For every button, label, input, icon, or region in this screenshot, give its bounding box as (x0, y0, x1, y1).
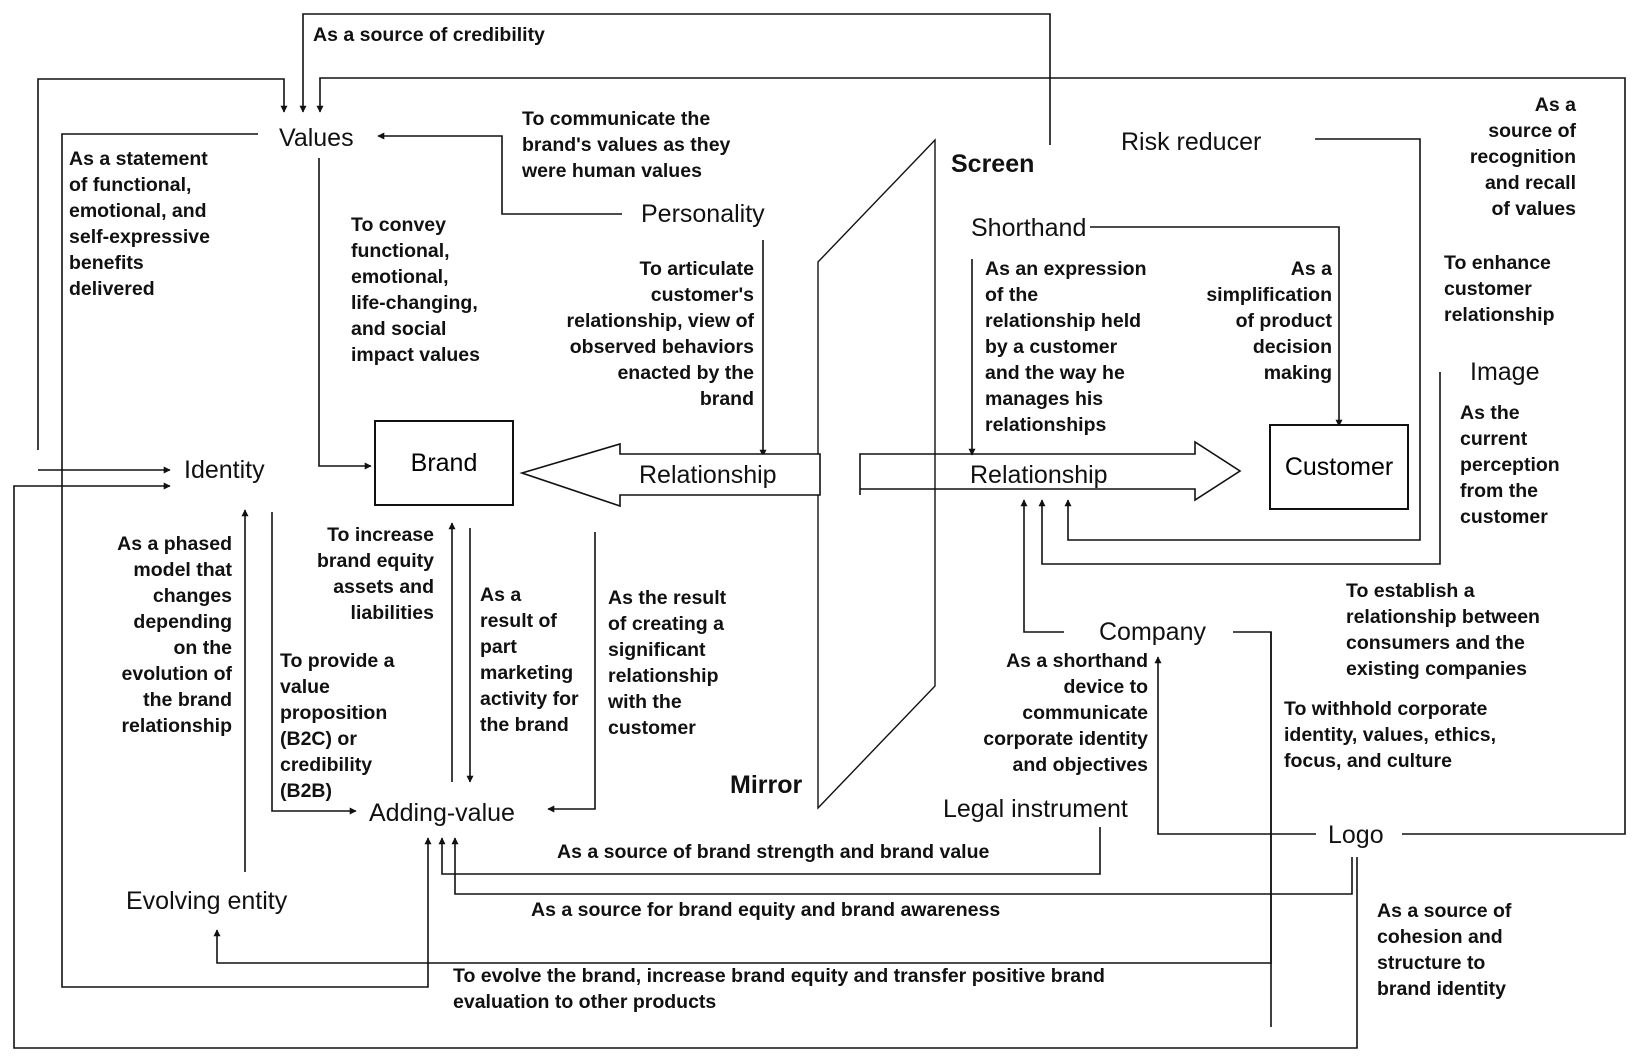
line-logo-values (316, 77, 1626, 835)
line-relationship-addingvalue (547, 532, 596, 813)
values-node: Values (279, 124, 354, 152)
line-image-relationship (1038, 372, 1441, 565)
personality-node: Personality (641, 200, 765, 228)
mirror-label: Mirror (730, 771, 803, 799)
brand-box: Brand (374, 420, 514, 506)
line-outer-left-values (37, 78, 288, 450)
line-riskreducer-relationship (1064, 138, 1421, 541)
annotation-shorthand-device: As a shorthand device to communicate cor… (983, 650, 1148, 776)
annotation-evolve-brand: To evolve the brand, increase brand equi… (453, 965, 1105, 1013)
annotation-statement-of-benefits: As a statement of functional, emotional,… (69, 148, 210, 300)
customer-box: Customer (1269, 424, 1409, 510)
mirror-screen-plane (817, 138, 936, 810)
annotation-communicate-values: To communicate the brand's values as the… (522, 108, 731, 182)
annotation-equity-and-awareness: As a source for brand equity and brand a… (531, 899, 1001, 921)
line-shorthand-customer (1090, 226, 1343, 427)
relationship-right-node: Relationship (970, 461, 1108, 489)
annotation-cohesion-structure: As a source of cohesion and structure to… (1377, 900, 1512, 1000)
annotation-result-of-relationship: As the result of creating a significant … (608, 587, 727, 739)
annotation-increase-equity: To increase brand equity assets and liab… (316, 524, 434, 624)
relationship-arrow-right (859, 440, 1242, 502)
line-values-brand (318, 158, 372, 470)
line-values-addingvalue (61, 133, 432, 988)
annotation-expression-of-relationship: As an expression of the relationship hel… (985, 258, 1147, 436)
line-company-relationship (1020, 499, 1064, 633)
annotation-result-of-marketing: As a result of part marketing activity f… (480, 584, 579, 736)
annotation-simplification: As a simplification of product decision … (1206, 258, 1332, 384)
annotation-value-proposition: To provide a value proposition (B2C) or … (280, 650, 395, 802)
annotation-phased-model: As a phased model that changes depending… (117, 533, 232, 737)
annotation-enhance-relationship: To enhance customer relationship (1444, 252, 1555, 326)
line-logo-company (1154, 656, 1316, 835)
annotation-strength-and-value: As a source of brand strength and brand … (557, 841, 990, 863)
shorthand-node: Shorthand (971, 214, 1087, 242)
line-credibility (299, 13, 1051, 145)
line-identity-addingvalue (271, 512, 357, 815)
relationship-left-node: Relationship (639, 461, 777, 489)
relationship-arrow-left (519, 442, 821, 508)
identity-node: Identity (184, 456, 265, 484)
line-logo-identity (13, 482, 1358, 1049)
line-logo-addingvalue (451, 837, 1353, 895)
evolving-entity-node: Evolving entity (126, 887, 288, 915)
annotation-articulate-relationship: To articulate customer's relationship, v… (566, 258, 754, 410)
risk-reducer-node: Risk reducer (1121, 128, 1262, 156)
annotation-source-of-credibility: As a source of credibility (313, 24, 545, 46)
line-personality-values (377, 132, 622, 215)
annotation-current-perception: As the current perception from the custo… (1460, 402, 1560, 528)
annotation-establish-relationship: To establish a relationship between cons… (1346, 580, 1540, 680)
customer-label: Customer (1284, 453, 1394, 481)
image-node: Image (1470, 358, 1540, 386)
company-node: Company (1099, 618, 1206, 646)
adding-value-node: Adding-value (369, 799, 515, 827)
line-legal-addingvalue (438, 827, 1101, 875)
legal-instrument-node: Legal instrument (943, 795, 1128, 823)
annotation-withhold-identity: To withhold corporate identity, values, … (1284, 698, 1497, 772)
annotation-convey-values: To convey functional, emotional, life-ch… (351, 214, 480, 366)
screen-label: Screen (951, 150, 1035, 178)
brand-label: Brand (410, 449, 478, 477)
annotation-recognition-recall: As a source of recognition and recall of… (1469, 94, 1576, 220)
logo-node: Logo (1328, 821, 1384, 849)
